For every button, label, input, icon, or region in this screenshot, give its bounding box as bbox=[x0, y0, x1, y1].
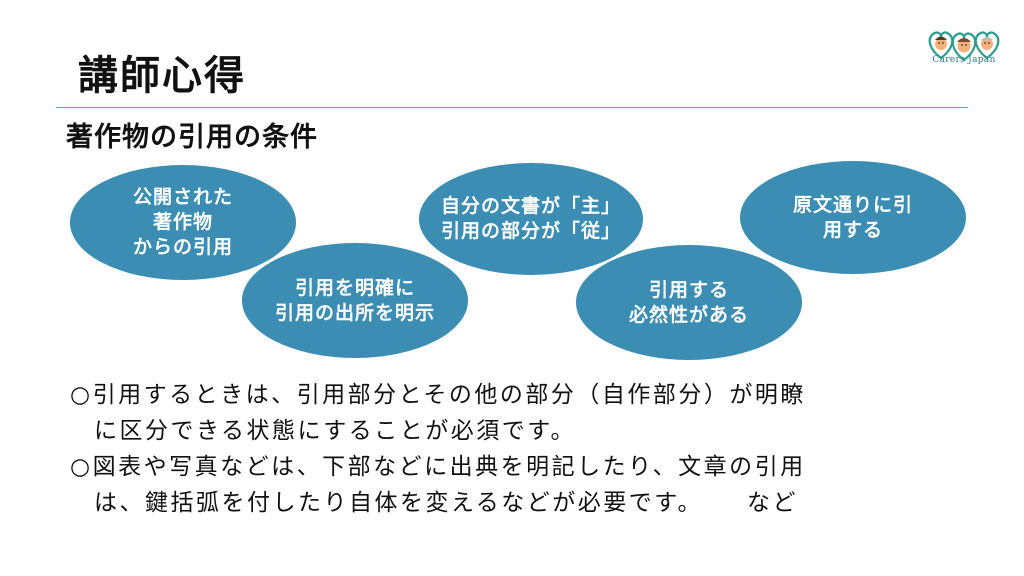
note-line: に区分できる状態にすることが必須です。 bbox=[94, 418, 576, 444]
condition-bubble-clear-source: 引用を明確に 引用の出所を明示 bbox=[242, 243, 468, 358]
bubble-line: 公開された bbox=[132, 186, 233, 209]
section-subtitle: 著作物の引用の条件 bbox=[66, 122, 318, 153]
bubble-line: 引用の部分が「従」 bbox=[440, 220, 621, 242]
bubble-line: からの引用 bbox=[132, 235, 233, 258]
bubble-line: 用する bbox=[822, 218, 883, 241]
condition-bubble-published-work: 公開された 著作物 からの引用 bbox=[70, 165, 296, 280]
carers-japan-logo-icon bbox=[928, 31, 1000, 62]
bubble-line: 引用する bbox=[648, 278, 729, 301]
notes-section: ○引用するときは、引用部分とその他の部分（自作部分）が明瞭 に区分できる状態にす… bbox=[70, 377, 970, 521]
bubble-line: 必然性がある bbox=[628, 303, 749, 326]
note-item: ○図表や写真などは、下部などに出典を明記したり、文章の引用 は、鍵括弧を付したり… bbox=[70, 449, 970, 521]
note-item: ○引用するときは、引用部分とその他の部分（自作部分）が明瞭 に区分できる状態にす… bbox=[70, 377, 970, 449]
bubble-line: 引用を明確に bbox=[294, 276, 415, 299]
note-line: ○図表や写真などは、下部などに出典を明記したり、文章の引用 bbox=[70, 454, 806, 480]
note-line-text: は、鍵括弧を付したり自体を変えるなどが必要です。 bbox=[94, 490, 704, 516]
condition-bubble-necessity: 引用する 必然性がある bbox=[576, 245, 802, 360]
note-line: ○引用するときは、引用部分とその他の部分（自作部分）が明瞭 bbox=[70, 382, 806, 408]
bubble-line: 原文通りに引 bbox=[792, 193, 913, 216]
note-etc: など bbox=[747, 490, 799, 516]
bubble-line: 著作物 bbox=[152, 211, 213, 234]
logo-text: Carers Japan bbox=[932, 55, 996, 65]
bubble-line: 自分の文書が「主」 bbox=[440, 195, 621, 218]
bubble-line: 引用の出所を明示 bbox=[274, 301, 435, 324]
condition-bubble-verbatim: 原文通りに引 用する bbox=[740, 161, 966, 274]
condition-bubble-main-subordinate: 自分の文書が「主」 引用の部分が「従」 bbox=[419, 163, 643, 275]
note-line: は、鍵括弧を付したり自体を変えるなどが必要です。 など bbox=[70, 485, 970, 521]
title-divider bbox=[56, 107, 968, 108]
slide-title: 講師心得 bbox=[78, 53, 246, 99]
